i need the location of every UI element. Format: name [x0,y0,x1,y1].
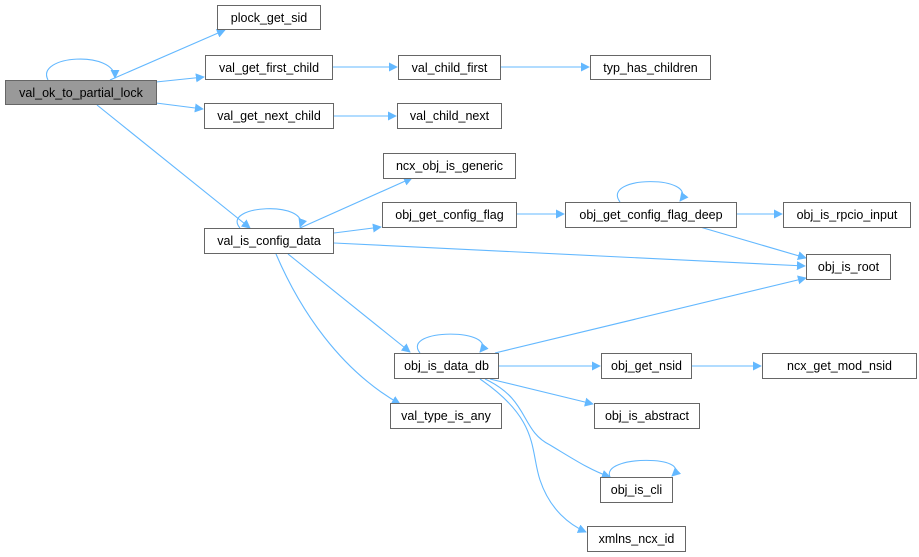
node-val-child-next[interactable]: val_child_next [397,103,502,129]
edge-config-datadb [287,253,411,353]
edge-config-typeany [275,253,401,405]
edge-datadb-self [416,333,489,354]
node-ncx-get-mod-nsid[interactable]: ncx_get_mod_nsid [762,353,917,379]
edge-datadb-abstract [489,378,594,407]
edge-cli-self [608,459,682,478]
edge-root-self [46,58,120,81]
edge-root-firstchild [155,73,205,83]
node-ncx-obj-is-generic[interactable]: ncx_obj_is_generic [383,153,516,179]
edge-root-plock [109,29,226,81]
node-val-get-next-child[interactable]: val_get_next_child [204,103,334,129]
node-obj-is-cli[interactable]: obj_is_cli [600,477,673,503]
node-obj-is-rpcio-input[interactable]: obj_is_rpcio_input [783,202,911,228]
edge-deep-root [699,226,807,261]
edge-datadb-xmlns [479,378,587,533]
node-xmlns-ncx-id[interactable]: xmlns_ncx_id [587,526,686,552]
edge-datadb-root [494,275,807,354]
node-val-ok-to-partial-lock[interactable]: val_ok_to_partial_lock [5,80,157,105]
edge-config-self [236,208,308,229]
node-val-is-config-data[interactable]: val_is_config_data [204,228,334,254]
node-val-get-first-child[interactable]: val_get_first_child [205,55,333,80]
edge-config-generic [299,177,413,229]
node-obj-is-abstract[interactable]: obj_is_abstract [594,403,700,429]
node-obj-get-nsid[interactable]: obj_get_nsid [601,353,692,379]
node-obj-get-config-flag-deep[interactable]: obj_get_config_flag_deep [565,202,737,228]
edge-root-nextchild [155,102,204,113]
node-obj-is-root[interactable]: obj_is_root [806,254,891,280]
edge-deep-self [616,181,689,203]
edge-config-root [333,242,806,271]
edge-datadb-cli [484,378,611,479]
edge-config-flag [333,223,382,234]
node-val-type-is-any[interactable]: val_type_is_any [390,403,502,429]
node-obj-get-config-flag[interactable]: obj_get_config_flag [382,202,517,228]
node-plock-get-sid[interactable]: plock_get_sid [217,5,321,30]
node-typ-has-children[interactable]: typ_has_children [590,55,711,80]
node-obj-is-data-db[interactable]: obj_is_data_db [394,353,499,379]
node-val-child-first[interactable]: val_child_first [398,55,501,80]
edge-root-config [96,104,251,229]
